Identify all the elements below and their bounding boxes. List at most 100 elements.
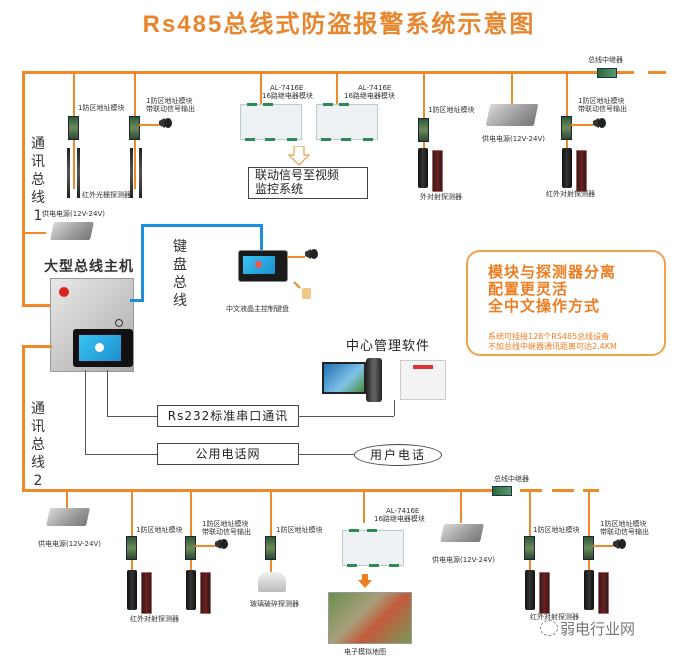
feature-note-2: 不加总线中继器通讯距离可达2.4KM (488, 342, 617, 351)
feature-headline-1: 模块与探测器分离 (488, 263, 617, 281)
lcd-keyboard (238, 250, 288, 282)
ir-detector-rx (432, 150, 443, 192)
beam-detector (77, 148, 80, 198)
bus2-module-c-label: 1防区地址模块 (276, 526, 323, 534)
bus1-repeater-label: 总线中继器 (588, 56, 623, 64)
bus2-drop-d (529, 489, 531, 571)
pstn-line-h2 (298, 454, 354, 455)
beam-detector (67, 148, 70, 198)
host-power-wire (22, 232, 46, 234)
bus1-right-detector1-label: 外对射探测器 (420, 193, 462, 201)
relay2-model: AL-7416E (358, 84, 392, 92)
arrow-down-icon (358, 574, 372, 588)
video-linkage-line2: 监控系统 (255, 182, 304, 196)
hand-pointer-icon (293, 281, 311, 299)
address-module-linkage (561, 116, 572, 140)
bus2-power-left-label: 供电电源(12V-24V) (38, 540, 101, 548)
software-title: 中心管理软件 (346, 339, 431, 354)
ir-detector-rx (576, 150, 587, 192)
power-supply (440, 524, 484, 542)
siren-icon (613, 539, 626, 549)
address-module (418, 118, 429, 142)
relay2-drop (336, 71, 338, 104)
siren-wire (139, 124, 159, 126)
ir-detector-rx (539, 572, 550, 614)
bus2-power-mid-drop (460, 489, 462, 523)
wechat-icon (540, 620, 558, 636)
relay-module-1 (240, 103, 302, 141)
bus1-right-module2-label-1: 1防区地址模块 (578, 97, 625, 105)
bus1-label: 通讯总线1 (31, 136, 45, 224)
brand-logo (59, 287, 69, 297)
relay1-name: 16路继电器模块 (262, 92, 313, 100)
siren-icon (159, 118, 172, 128)
bus2-power-drop (66, 489, 68, 509)
bus2-power-mid-label: 供电电源(12V-24V) (432, 556, 495, 564)
ir-detector-tx (584, 570, 594, 610)
feature-headline-2: 配置更灵活 (488, 280, 569, 298)
ir-detector-rx (200, 572, 211, 614)
bus1-left-vertical (22, 71, 25, 306)
ir-detector-tx (525, 570, 535, 610)
keyboard-bus-3 (141, 224, 263, 227)
keyboard-bus-4 (260, 224, 263, 250)
bus1-drop-4 (566, 71, 568, 159)
map-label: 电子模拟地图 (344, 648, 386, 656)
bus1-module2-label-2: 带联动信号输出 (146, 105, 195, 113)
video-linkage-line1: 联动信号至视频 (255, 168, 340, 182)
video-linkage-box: 联动信号至视频 监控系统 (248, 167, 368, 199)
bus1-power-drop (511, 71, 513, 105)
siren-icon (593, 118, 606, 128)
host-lcd (73, 329, 133, 367)
address-module-linkage (185, 536, 196, 560)
ir-detector-tx (562, 148, 572, 188)
siren-wire (593, 545, 613, 547)
rs232-line-v (107, 370, 108, 416)
electronic-map (328, 592, 412, 644)
bus2-drop-e (588, 489, 590, 571)
management-computer (322, 358, 384, 402)
host-indicator (115, 319, 123, 327)
ir-detector-rx (141, 572, 152, 614)
bus2-module-b-label-2: 带联动信号输出 (202, 528, 251, 536)
bus2-relay-model: AL-7416E (386, 507, 420, 515)
lcd-logo (95, 343, 104, 352)
address-module-linkage (129, 116, 140, 140)
bus2-relay-name: 16路继电器模块 (374, 515, 425, 523)
bus1-right-module2-label-2: 带联动信号输出 (578, 105, 627, 113)
bus2-dash-3 (583, 489, 599, 492)
keyboard-label: 中文液晶主控制键盘 (226, 305, 289, 313)
bus2-label: 通讯总线2 (31, 401, 45, 489)
bus2-left-vertical (22, 345, 25, 491)
bus2-repeater (492, 486, 512, 496)
beam-detector (130, 148, 133, 198)
beam-detector (139, 148, 142, 198)
bus2-drop-b (190, 489, 192, 571)
bus2-repeater-label: 总线中继器 (494, 475, 529, 483)
bus1-right-detector2-label: 红外对射探测器 (546, 190, 595, 198)
address-module (68, 116, 79, 140)
arrow-down-icon (288, 146, 310, 166)
bus2-detector-de-label: 红外对射探测器 (530, 613, 579, 621)
bus2-detector-ab-label: 红外对射探测器 (130, 615, 179, 623)
address-module-linkage (583, 536, 594, 560)
bus2-module-e-label-2: 带联动信号输出 (600, 528, 649, 536)
address-module (524, 536, 535, 560)
glass-break-detector (258, 572, 286, 592)
bus1-repeater (597, 68, 617, 78)
bus1-to-host (22, 304, 52, 307)
siren-wire (571, 124, 593, 126)
watermark: 弱电行业网 (560, 620, 636, 638)
host-power-supply (50, 222, 94, 240)
rs232-line-h1 (107, 416, 157, 417)
host-title: 大型总线主机 (44, 259, 134, 275)
bus2-module-d-label: 1防区地址模块 (533, 526, 580, 534)
rs232-line-v2 (394, 400, 395, 416)
ir-detector-tx (186, 570, 196, 610)
glass-detector-label: 玻璃破碎探测器 (250, 600, 299, 608)
siren-icon (305, 249, 318, 259)
bus1-right-power-label: 供电电源(12V-24V) (482, 135, 545, 143)
bus2-from-host (22, 345, 52, 348)
keyboard-siren-wire (287, 256, 305, 258)
relay-module-3 (342, 529, 404, 567)
